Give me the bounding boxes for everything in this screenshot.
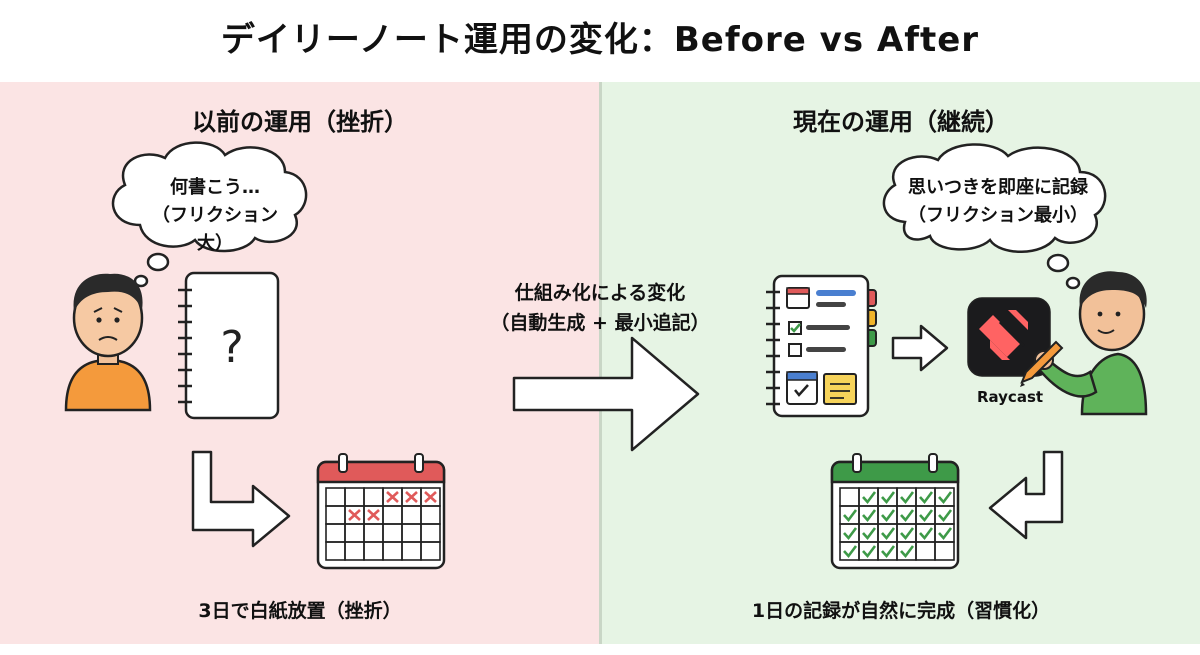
calendar-icon — [830, 453, 960, 570]
check-mark-icon — [900, 491, 915, 505]
check-mark-icon — [862, 509, 877, 523]
bent-arrow-icon — [191, 450, 291, 548]
check-mark-icon — [881, 509, 896, 523]
person-icon — [64, 273, 152, 412]
after-heading: 現在の運用（継続） — [793, 108, 1009, 136]
check-mark-icon — [938, 527, 953, 541]
after-bubble-line2: （フリクション最小） — [908, 205, 1088, 226]
check-mark-icon — [881, 527, 896, 541]
check-mark-icon — [843, 527, 858, 541]
calendar-cell — [420, 541, 441, 561]
bent-arrow-icon — [988, 450, 1064, 540]
check-mark-icon — [862, 527, 877, 541]
check-mark-icon — [843, 509, 858, 523]
x-mark-icon — [424, 491, 437, 503]
middle-label: 仕組み化による変化 （自動生成 + 最小追記） — [470, 278, 730, 338]
notebook-question-mark: ? — [220, 322, 243, 373]
check-mark-icon — [843, 545, 858, 559]
x-mark-icon — [367, 509, 380, 521]
check-mark-icon — [919, 509, 934, 523]
check-mark-icon — [862, 491, 877, 505]
check-mark-icon — [862, 545, 877, 559]
check-mark-icon — [919, 491, 934, 505]
middle-line1: 仕組み化による変化 — [514, 282, 686, 304]
after-bubble-line1: 思いつきを即座に記録 — [908, 177, 1088, 198]
before-bubble-line2: （フリクション大） — [152, 205, 278, 254]
raycast-label: Raycast — [976, 388, 1044, 406]
page-title: デイリーノート運用の変化：Before vs After — [220, 20, 980, 60]
after-bubble-text: 思いつきを即座に記録 （フリクション最小） — [898, 174, 1098, 230]
before-bubble-line1: 何書こう… — [170, 177, 260, 198]
x-mark-icon — [405, 491, 418, 503]
check-mark-icon — [881, 491, 896, 505]
notebook-icon: ? — [178, 271, 280, 420]
arrow-icon — [891, 324, 949, 372]
pen-icon — [1020, 340, 1064, 387]
after-caption: 1日の記録が自然に完成（習慣化） — [751, 600, 1051, 622]
check-mark-icon — [900, 545, 915, 559]
template-notebook-icon — [766, 274, 877, 418]
check-mark-icon — [900, 527, 915, 541]
check-mark-icon — [938, 509, 953, 523]
middle-line2: （自動生成 + 最小追記） — [490, 312, 710, 334]
x-mark-icon — [348, 509, 361, 521]
check-mark-icon — [919, 527, 934, 541]
before-caption: 3日で白紙放置（挫折） — [198, 600, 402, 622]
calendar-cell — [934, 541, 955, 561]
panel-divider — [599, 82, 602, 644]
check-mark-icon — [881, 545, 896, 559]
thought-bubble-icon — [882, 143, 1107, 290]
before-heading: 以前の運用（挫折） — [192, 108, 408, 136]
check-mark-icon — [938, 491, 953, 505]
person-icon — [1034, 271, 1148, 416]
arrow-icon — [512, 336, 700, 452]
thought-bubble-icon — [111, 141, 308, 288]
x-mark-icon — [386, 491, 399, 503]
raycast-icon — [967, 297, 1051, 377]
check-mark-icon — [900, 509, 915, 523]
before-bubble-text: 何書こう… （フリクション大） — [140, 174, 290, 258]
calendar-icon — [316, 453, 446, 570]
